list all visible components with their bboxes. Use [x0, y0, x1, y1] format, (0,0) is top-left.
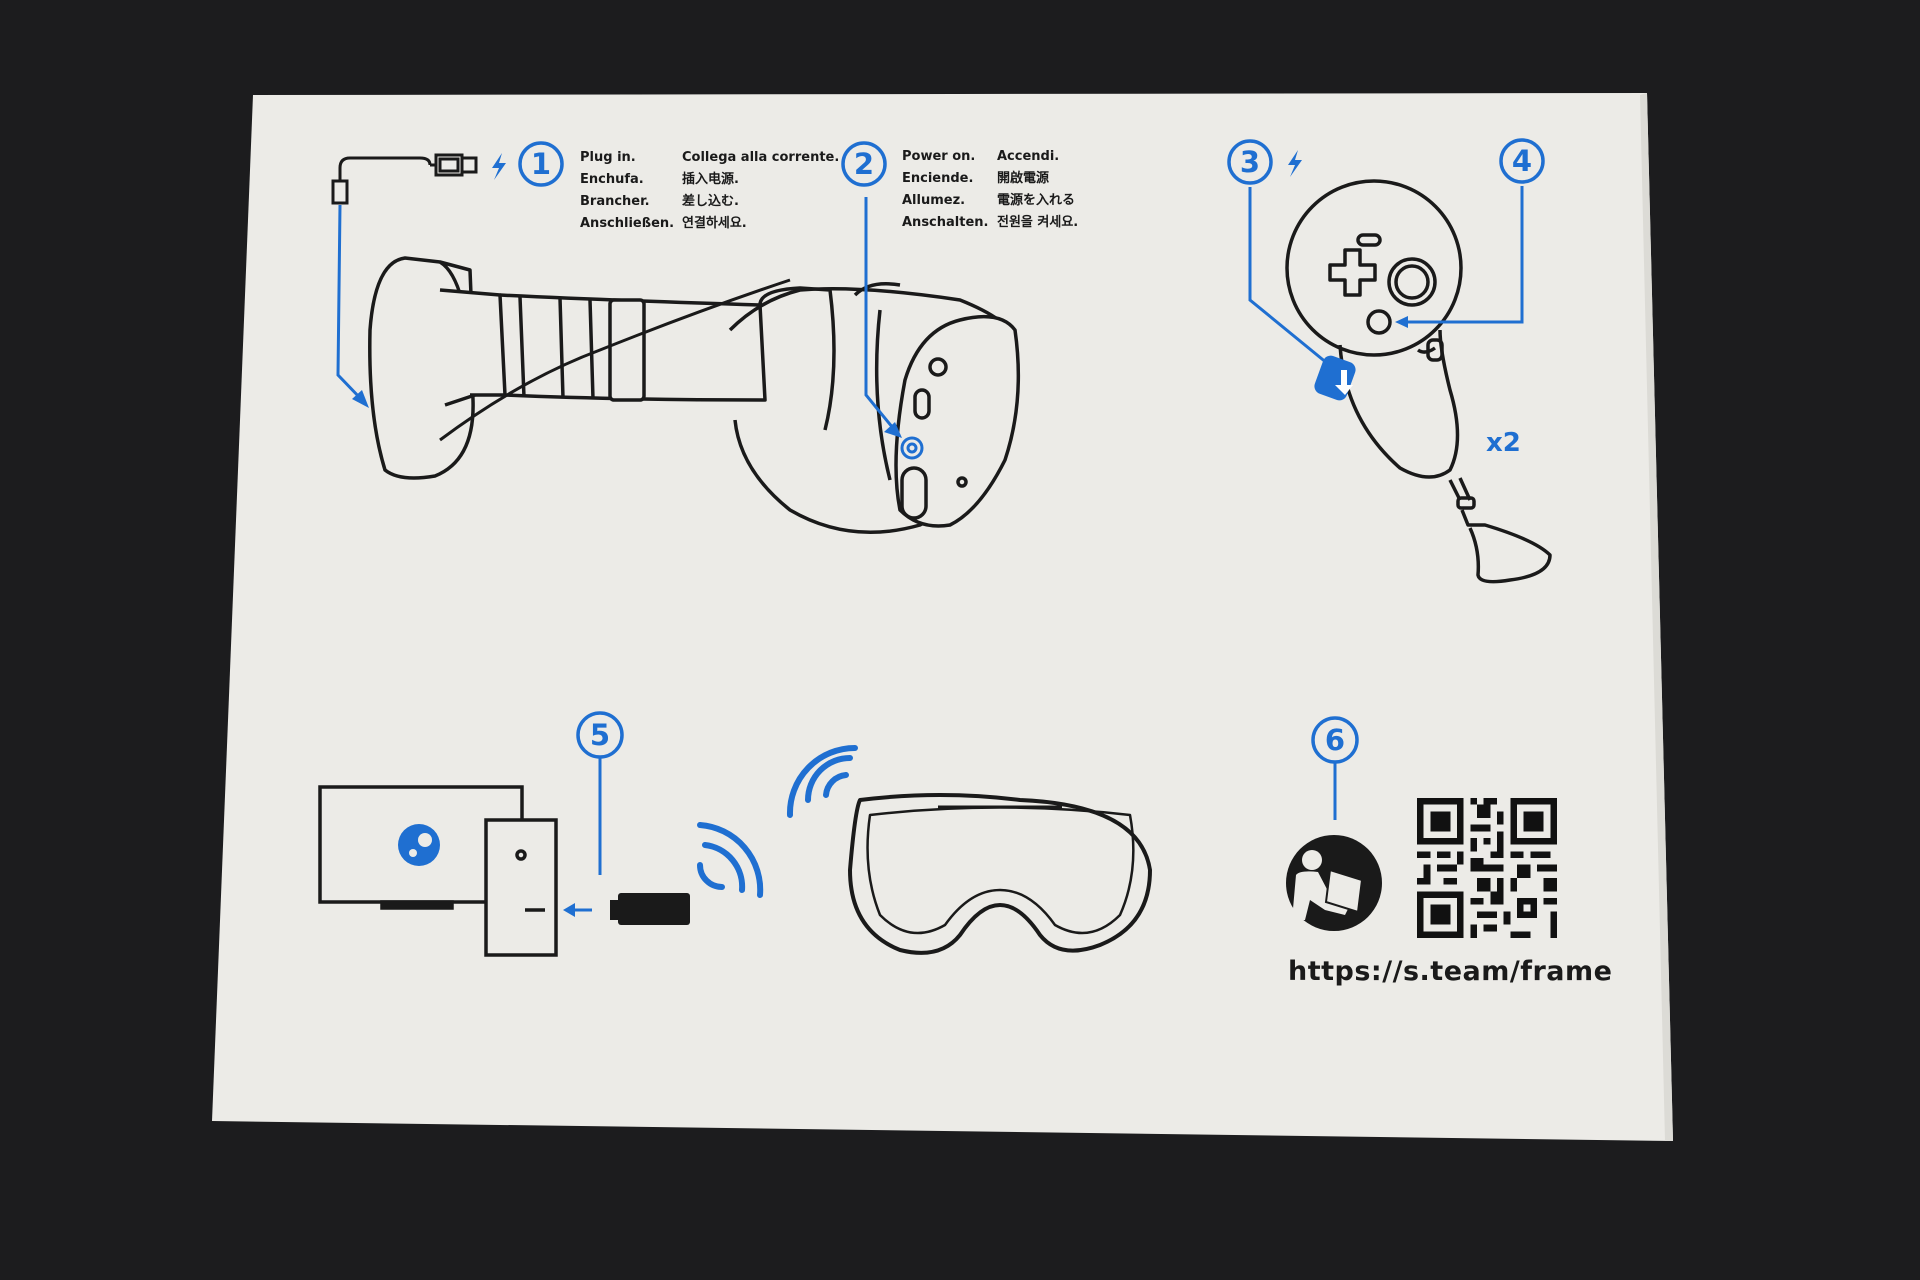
step-2-line: Anschalten. — [902, 215, 989, 230]
step-1-number: 1 — [530, 147, 552, 181]
controller-arrows — [1248, 186, 1524, 370]
step-1-text-left: Plug in. Enchufa. Brancher. Anschließen. — [580, 147, 674, 235]
headset-front-icon — [848, 793, 1152, 955]
step-1-line: Plug in. — [580, 150, 636, 165]
step-1-line: 插入电源. — [682, 172, 739, 187]
controller-icon — [1285, 179, 1552, 584]
step-2-line: 電源を入れる — [997, 193, 1076, 208]
step-1-line: 연결하세요. — [682, 216, 747, 231]
steam-logo-icon — [398, 824, 440, 866]
controller-count: x2 — [1486, 428, 1521, 458]
step-1-line: 差し込む. — [682, 194, 739, 209]
step-2-text-left: Power on. Enciende. Allumez. Anschalten. — [902, 146, 988, 234]
step-2-line: Allumez. — [902, 193, 966, 208]
plug-arrow — [336, 204, 364, 402]
power-button — [864, 197, 924, 460]
step-5-number: 5 — [589, 718, 611, 752]
usb-cable-icon — [331, 153, 478, 205]
step-2-line: 전원을 켜세요. — [997, 215, 1079, 230]
step-1-line: Brancher. — [580, 194, 650, 209]
step-6-number: 6 — [1324, 723, 1346, 757]
wifi-signal-icon — [697, 822, 764, 898]
support-url[interactable]: https://s.team/frame — [1288, 956, 1613, 987]
step-1-line: Enchufa. — [580, 172, 644, 187]
step-2-line: Enciende. — [902, 171, 974, 186]
manual-reader-icon — [1286, 835, 1382, 931]
step-1-line: Collega alla corrente. — [682, 150, 840, 165]
step-2-line: Power on. — [902, 149, 976, 164]
step-2-text-right: Accendi. 開啟電源 電源を入れる 전원을 켜세요. — [997, 146, 1078, 234]
wifi-signal-icon — [786, 745, 858, 818]
step-3-number: 3 — [1239, 145, 1261, 179]
vr-headset-icon — [368, 256, 1021, 534]
wireless-dongle-icon — [610, 893, 690, 925]
step-4-number: 4 — [1511, 144, 1533, 178]
pc-icon — [318, 785, 558, 957]
step-2-line: Accendi. — [997, 149, 1060, 164]
step-2-line: 開啟電源 — [997, 171, 1050, 186]
step-1-text-right: Collega alla corrente. 插入电源. 差し込む. 연결하세요… — [682, 147, 839, 235]
qr-code-icon — [1417, 798, 1557, 938]
step-circles — [518, 138, 1545, 764]
lightning-icon — [1288, 150, 1302, 177]
step-1-line: Anschließen. — [580, 216, 675, 231]
step-2-number: 2 — [853, 147, 875, 181]
lightning-icon — [492, 153, 506, 180]
